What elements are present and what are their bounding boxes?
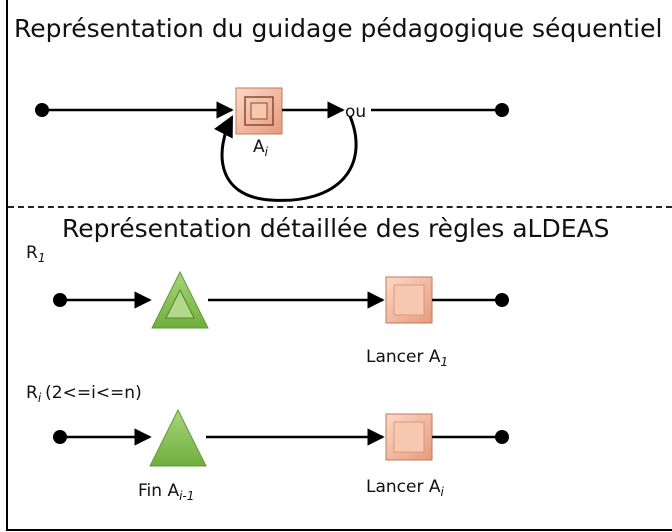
- rule-ri-name: Ri(2<=i<=n): [26, 383, 142, 405]
- r1-end-node: [495, 293, 509, 307]
- or-label: ou: [345, 102, 366, 122]
- aldeas-rules-title: Représentation détaillée des règles aLDE…: [62, 214, 610, 243]
- ri-action-label: Lancer Ai: [366, 477, 445, 499]
- sequential-guidance-title: Représentation du guidage pédagogique sé…: [14, 14, 663, 43]
- ri-trigger-label: Fin Ai-1: [138, 481, 194, 503]
- activity-ai-node: [235, 87, 283, 135]
- diagram-frame: [6, 0, 672, 531]
- end-node: [495, 103, 509, 117]
- loop-back-edge: [214, 115, 358, 202]
- rule-ri-flow: [53, 408, 509, 467]
- sequence-flow: Ai ou: [35, 87, 509, 202]
- ri-trigger-triangle: [149, 408, 207, 467]
- activity-ai-label: Ai: [253, 137, 269, 159]
- rule-r1-name: R1: [26, 243, 45, 265]
- rule-r1-flow: [53, 270, 509, 329]
- ri-end-node: [495, 430, 509, 444]
- r1-action-box: [385, 276, 433, 324]
- r1-action-label: Lancer A1: [366, 347, 448, 369]
- section-divider: [8, 206, 672, 208]
- ri-action-box: [385, 413, 433, 461]
- r1-trigger-triangle: [151, 270, 209, 329]
